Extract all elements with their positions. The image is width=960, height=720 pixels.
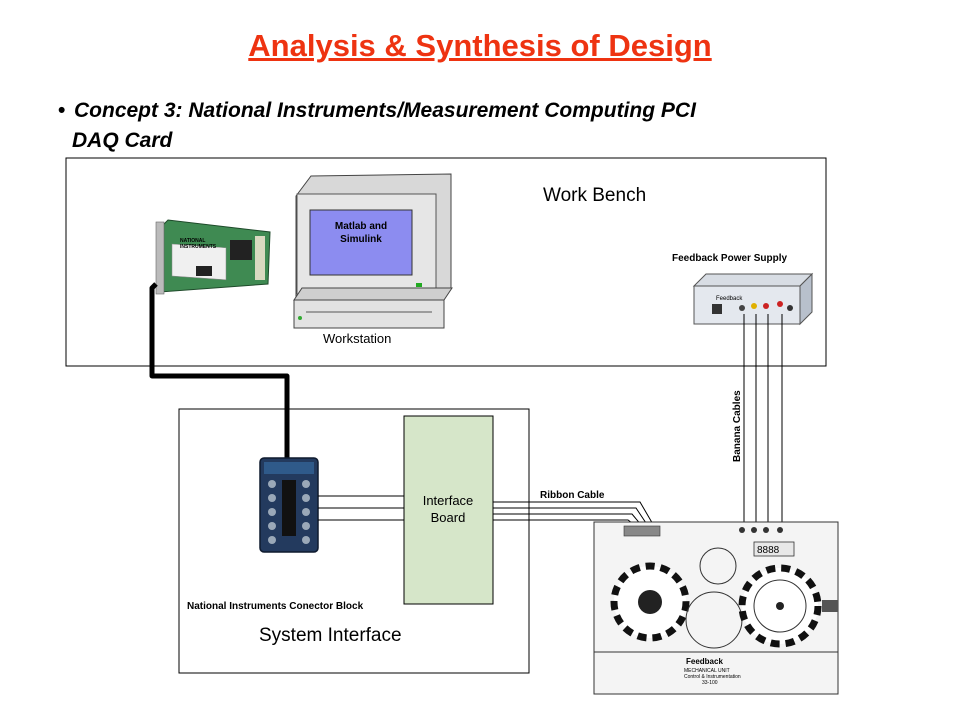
workstation-computer: Matlab and Simulink Workstation xyxy=(293,173,453,346)
feedback-power-supply: Feedback xyxy=(692,272,814,326)
bullet-dot: • xyxy=(58,99,66,122)
workstation-label: Workstation xyxy=(323,331,391,346)
connector-block-label: National Instruments Conector Block xyxy=(187,601,364,612)
ni-connector-block xyxy=(259,457,319,553)
system-interface-label: System Interface xyxy=(259,625,402,646)
interface-board-line-1: Interface xyxy=(423,493,474,508)
power-supply-label: Feedback Power Supply xyxy=(672,253,787,264)
card-brand-line-1: NATIONAL xyxy=(180,238,205,244)
card-brand-line-2: INSTRUMENTS xyxy=(180,244,217,250)
unit-name-line-2: Control & Instrumentation xyxy=(684,674,741,680)
psu-brand: Feedback xyxy=(716,296,743,302)
unit-brand: Feedback xyxy=(686,657,723,666)
monitor-screen-line-1: Matlab and xyxy=(335,221,387,232)
banana-cables-label: Banana Cables xyxy=(732,390,743,462)
interface-board-line-2: Board xyxy=(431,510,466,525)
ribbon-cable-label: Ribbon Cable xyxy=(540,490,605,501)
unit-model: 33-100 xyxy=(702,680,718,686)
monitor-screen xyxy=(309,209,413,276)
work-bench-frame xyxy=(65,157,827,367)
system-interface-frame xyxy=(178,408,530,674)
slide-title: Analysis & Synthesis of Design xyxy=(248,28,712,63)
banana-cables xyxy=(743,314,783,528)
daq-cable xyxy=(149,282,290,460)
work-bench-label: Work Bench xyxy=(543,185,646,206)
bullet-text-line-1: Concept 3: National Instruments/Measurem… xyxy=(74,99,696,122)
pci-daq-card: NATIONAL INSTRUMENTS xyxy=(155,219,271,295)
feedback-mechanical-unit: 8888 Feedback MECHANICAL UNIT Control & … xyxy=(593,521,839,695)
block-to-board-wires xyxy=(318,495,404,521)
bullet-text-line-2: DAQ Card xyxy=(72,129,173,152)
unit-name-line-1: MECHANICAL UNIT xyxy=(684,668,730,674)
svg-text:8888: 8888 xyxy=(757,545,780,556)
interface-board xyxy=(403,415,494,605)
monitor-screen-line-2: Simulink xyxy=(340,234,382,245)
